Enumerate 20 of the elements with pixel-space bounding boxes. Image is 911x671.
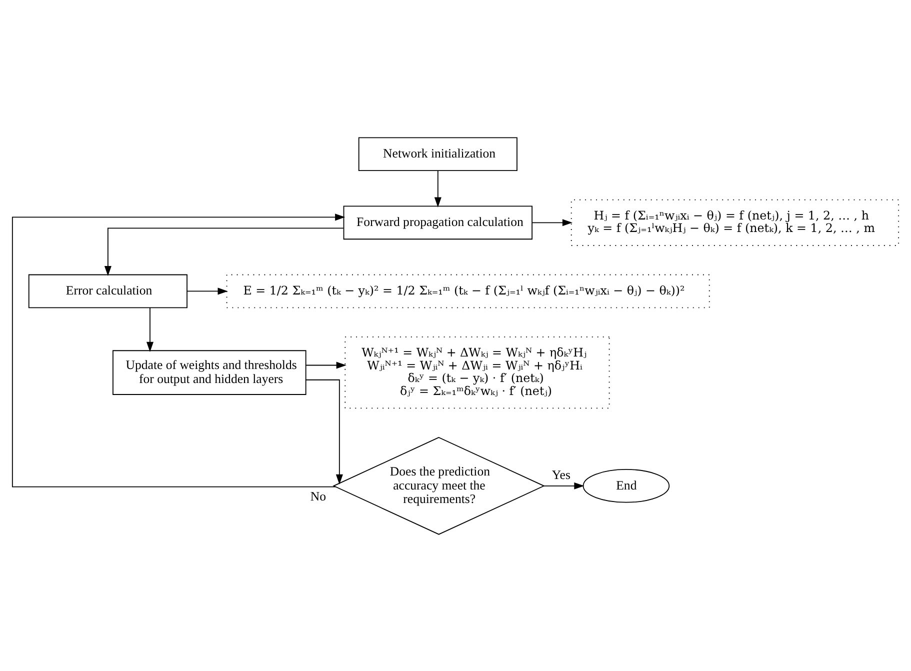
arrow xyxy=(146,306,154,352)
node-box: E = 1/2 Σₖ₌₁ᵐ (tₖ − yₖ)² = 1/2 Σₖ₌₁ᵐ (tₖ − f (Σⱼ₌₁ˡ wₖⱼf (Σᵢ₌₁ⁿwⱼᵢxᵢ − θⱼ) − θₖ))² xyxy=(226,274,710,308)
arrow xyxy=(12,213,346,487)
arrow xyxy=(532,218,572,226)
node-box: Network initialization xyxy=(358,136,518,171)
arrow xyxy=(186,287,228,294)
node-ellipse: End xyxy=(582,468,670,502)
node-box: Update of weights and thresholds for output and hidden layers xyxy=(112,350,306,394)
arrow xyxy=(544,482,584,489)
node-box: Forward propagation calculation xyxy=(343,205,532,240)
edge-label: No xyxy=(310,488,326,503)
arrow xyxy=(104,227,344,276)
node-box: Wₖⱼᴺ⁺¹ = Wₖⱼᴺ + ΔWₖⱼ = Wₖⱼᴺ + ηδₖʸHⱼ Wⱼᵢᴺ⁺¹ = Wⱼᵢᴺ + ΔWⱼᵢ = Wⱼᵢᴺ + ηδⱼʸHᵢ δₖʸ = (tₖ − yₖ) · f′ (netₖ) δⱼʸ = Σₖ₌₁ᵐδₖʸwₖⱼ · f′ (netⱼ) xyxy=(344,336,610,408)
node-box: Hⱼ = f (Σᵢ₌₁ⁿwⱼᵢxᵢ − θⱼ) = f (netⱼ), j = 1, 2, … , h yₖ = f (Σⱼ₌₁ˡwₖⱼHⱼ − θₖ) = f (netₖ), k = 1, 2, … , m xyxy=(570,198,900,246)
edge-label: Yes xyxy=(552,468,570,482)
node-diamond: Does the prediction accuracy meet the requirements? xyxy=(332,436,546,534)
arrow xyxy=(306,361,346,368)
node-box: Error calculation xyxy=(28,274,188,308)
arrow xyxy=(305,378,343,484)
arrow xyxy=(434,170,442,207)
